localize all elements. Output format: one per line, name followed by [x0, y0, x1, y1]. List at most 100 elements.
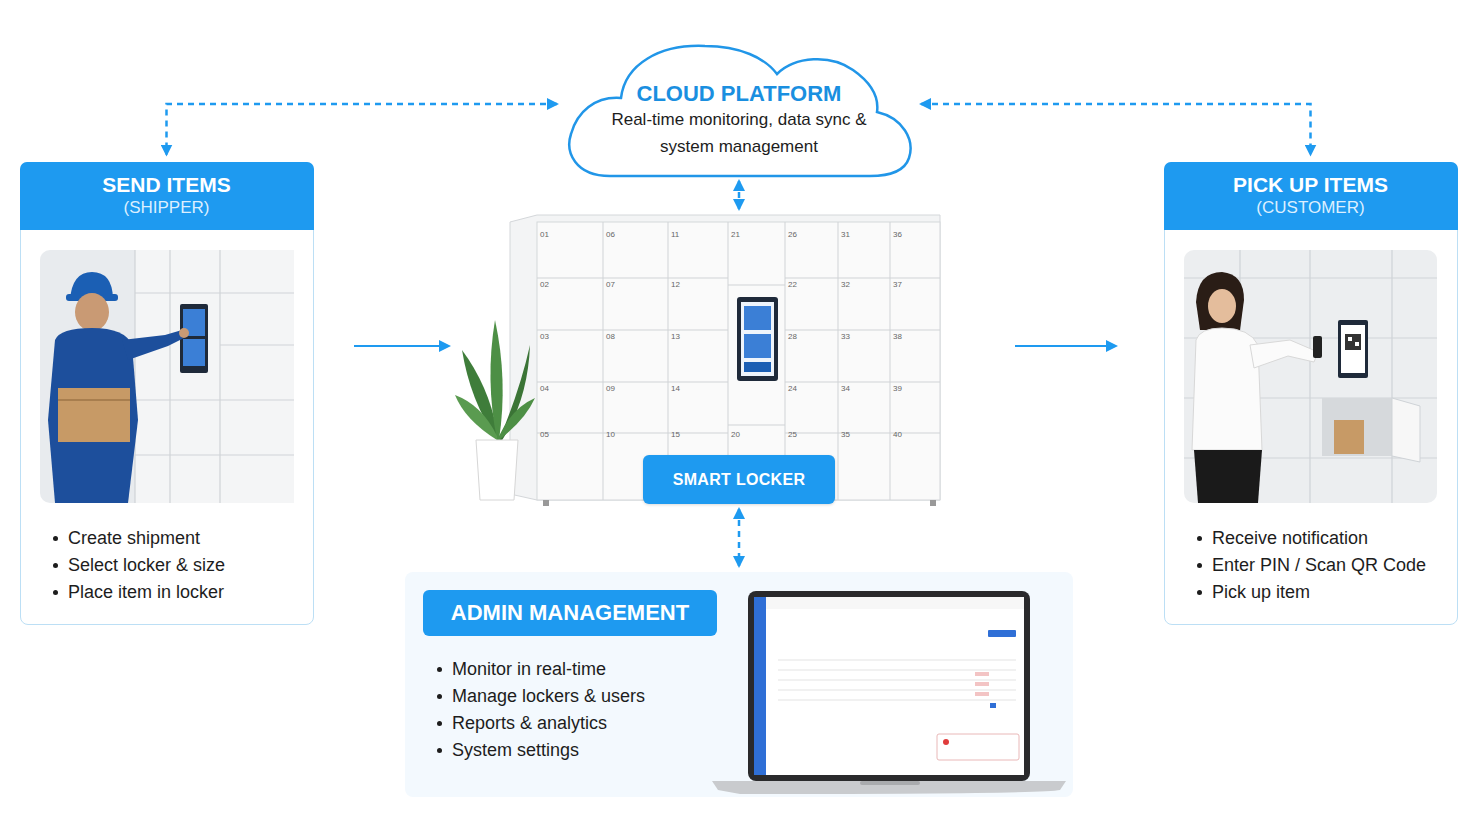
locker-cabinet-drawing	[728, 425, 785, 426]
admin-ground	[405, 572, 1073, 797]
locker-cabinet-drawing	[744, 362, 771, 372]
laptop	[754, 597, 766, 775]
locker-number: 22	[788, 280, 797, 289]
header-title: PICK UP ITEMS	[1233, 172, 1388, 197]
shipper-photo	[179, 328, 189, 338]
customer-photo	[1355, 342, 1359, 346]
locker-number: 14	[671, 384, 680, 393]
laptop	[860, 781, 920, 785]
locker-number: 01	[540, 230, 549, 239]
locker-cabinet-drawing	[543, 500, 549, 506]
customer-photo	[1184, 250, 1437, 503]
laptop	[778, 670, 1016, 671]
locker-number: 15	[671, 430, 680, 439]
locker-number: 09	[606, 384, 615, 393]
shipper-photo	[58, 399, 130, 401]
header-title: ADMIN MANAGEMENT	[451, 600, 689, 626]
dashed-connector	[738, 181, 741, 209]
bullet-list: Receive notificationEnter PIN / Scan QR …	[1193, 525, 1426, 606]
dashed-connector	[738, 509, 741, 566]
locker-number: 12	[671, 280, 680, 289]
shipper-photo	[180, 304, 208, 373]
bullet-list: Monitor in real-timeManage lockers & use…	[433, 656, 645, 764]
locker-number: 36	[893, 230, 902, 239]
label-pill: SMART LOCKER	[643, 455, 835, 504]
dashed-connector	[167, 104, 558, 155]
shipper-photo	[135, 292, 294, 293]
locker-number: 24	[788, 384, 797, 393]
cloud-shape: CLOUD PLATFORMReal-time monitoring, data…	[565, 40, 913, 180]
customer-photo	[1184, 250, 1437, 503]
laptop	[778, 660, 1016, 700]
locker-number: 33	[841, 332, 850, 341]
locker-cabinet-drawing	[785, 433, 940, 434]
bullet-item: Pick up item	[1193, 579, 1426, 606]
bullet-item: Receive notification	[1193, 525, 1426, 552]
shipper-photo	[75, 293, 109, 331]
shipper-photo	[134, 250, 135, 503]
customer-photo	[1338, 320, 1368, 378]
locker-number: 02	[540, 280, 549, 289]
bullet-list: Create shipmentSelect locker & sizePlace…	[49, 525, 225, 606]
locker-cabinet-drawing	[744, 306, 771, 330]
locker-cabinet: 0106112126313602071222323703081328333804…	[505, 210, 945, 506]
locker-cabinet-drawing	[785, 382, 940, 383]
locker-cabinet-drawing	[785, 278, 940, 279]
laptop	[937, 734, 1019, 760]
header-subtitle: (CUSTOMER)	[1256, 197, 1364, 219]
shipper-photo	[58, 388, 130, 442]
laptop	[975, 682, 989, 686]
locker-cabinet-drawing	[741, 302, 774, 376]
locker-number: 21	[731, 230, 740, 239]
customer-photo	[1250, 340, 1318, 368]
locker-number: 31	[841, 230, 850, 239]
flow-arrow	[1015, 345, 1116, 347]
locker-cabinet-drawing	[537, 330, 728, 331]
laptop	[712, 781, 1066, 794]
bullet-item: Place item in locker	[49, 579, 225, 606]
locker-number: 34	[841, 384, 850, 393]
locker-number: 35	[841, 430, 850, 439]
customer-photo	[1392, 398, 1420, 462]
laptop	[943, 739, 949, 745]
customer-photo	[1334, 420, 1364, 454]
shipper-photo	[135, 250, 294, 503]
customer-photo	[1341, 325, 1365, 373]
dashed-connector	[921, 104, 1311, 155]
admin-ground	[405, 572, 1073, 797]
locker-cabinet-drawing	[737, 297, 778, 381]
locker-number: 25	[788, 430, 797, 439]
header-box: PICK UP ITEMS(CUSTOMER)	[1164, 162, 1458, 230]
customer-photo	[1184, 250, 1437, 503]
customer-photo	[1345, 334, 1361, 350]
laptop	[748, 591, 1030, 781]
header-box: SEND ITEMS(SHIPPER)	[20, 162, 314, 230]
shipper-photo	[183, 339, 205, 366]
shipper-photo	[169, 250, 170, 503]
laptop	[754, 597, 1024, 775]
bullet-item: Monitor in real-time	[433, 656, 645, 683]
customer-photo	[1322, 398, 1392, 456]
locker-cabinet-drawing	[785, 330, 940, 331]
locker-label: SMART LOCKER	[673, 471, 805, 489]
customer-photo	[1208, 289, 1236, 323]
laptop	[975, 672, 989, 676]
shipper-photo	[220, 344, 294, 345]
locker-number: 07	[606, 280, 615, 289]
shipper-photo	[135, 250, 294, 503]
header-title: SEND ITEMS	[102, 172, 230, 197]
locker-cabinet-drawing	[728, 285, 785, 286]
plant	[455, 320, 535, 500]
cloud-body: Real-time monitoring, data sync & system…	[601, 106, 877, 160]
shipper-photo	[48, 328, 138, 503]
customer-photo	[1313, 336, 1322, 358]
locker-cabinet-drawing	[603, 222, 604, 500]
cloud-outline	[569, 46, 910, 176]
shipper-photo	[40, 250, 294, 503]
plant	[490, 320, 502, 440]
locker-number: 20	[731, 430, 740, 439]
locker-cabinet-drawing	[537, 433, 728, 434]
cloud-title: CLOUD PLATFORM	[565, 81, 913, 107]
bullet-item: Manage lockers & users	[433, 683, 645, 710]
